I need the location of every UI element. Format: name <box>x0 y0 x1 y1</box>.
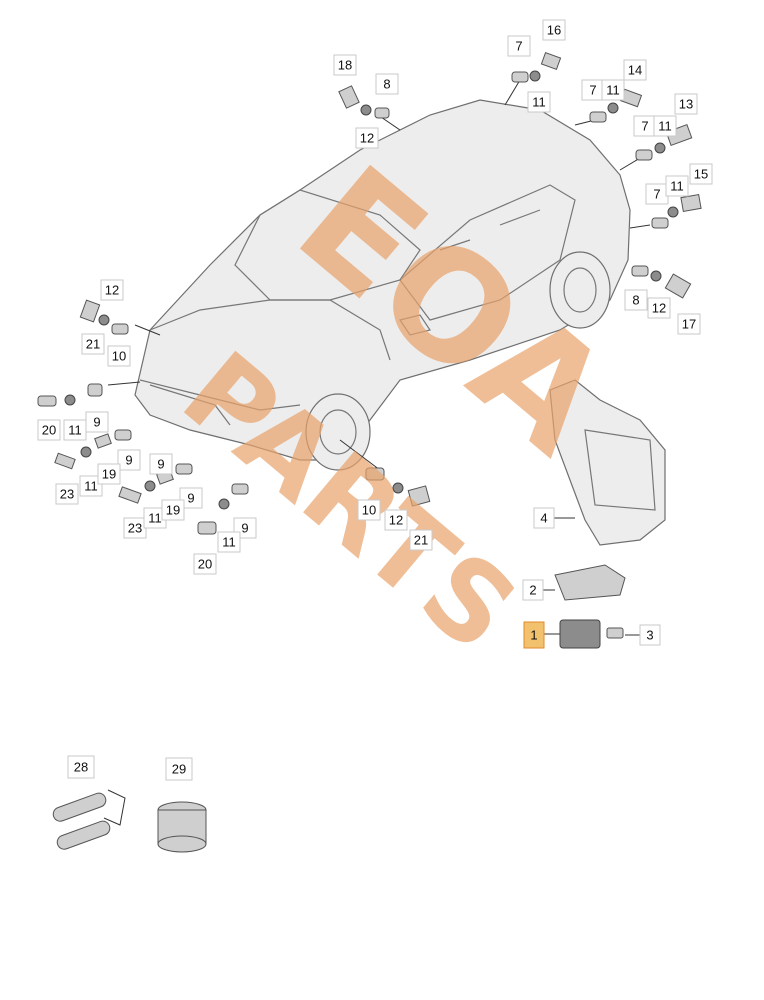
sensor-parts <box>37 51 702 535</box>
svg-text:1: 1 <box>530 628 537 643</box>
callout-11: 11 <box>665 175 689 197</box>
callout-15: 15 <box>689 163 713 185</box>
svg-text:12: 12 <box>652 301 666 316</box>
svg-text:14: 14 <box>628 63 642 78</box>
callout-9: 9 <box>117 449 141 471</box>
callout-1: 1 <box>523 621 545 649</box>
callout-8: 8 <box>375 73 399 95</box>
callout-11: 11 <box>79 475 103 497</box>
svg-text:20: 20 <box>198 557 212 572</box>
callout-21: 21 <box>409 529 433 551</box>
callout-12: 12 <box>384 509 408 531</box>
svg-text:11: 11 <box>148 511 162 526</box>
svg-text:11: 11 <box>68 423 82 438</box>
callout-8: 8 <box>624 289 648 311</box>
callout-9: 9 <box>85 411 109 433</box>
svg-text:17: 17 <box>682 317 696 332</box>
callout-11: 11 <box>217 531 241 553</box>
accessory-parts <box>52 789 207 853</box>
svg-text:12: 12 <box>389 513 403 528</box>
svg-text:9: 9 <box>125 453 132 468</box>
callout-7: 7 <box>581 79 605 101</box>
callout-28: 28 <box>67 755 95 779</box>
svg-text:7: 7 <box>515 39 522 54</box>
callout-13: 13 <box>674 93 698 115</box>
svg-text:8: 8 <box>383 77 390 92</box>
svg-text:15: 15 <box>694 167 708 182</box>
callout-10: 10 <box>357 499 381 521</box>
svg-text:18: 18 <box>338 58 352 73</box>
callout-9: 9 <box>149 453 173 475</box>
callout-14: 14 <box>623 59 647 81</box>
svg-text:21: 21 <box>86 337 100 352</box>
callout-4: 4 <box>533 507 555 529</box>
callout-7: 7 <box>633 115 657 137</box>
callout-20: 20 <box>193 553 217 575</box>
svg-text:21: 21 <box>414 533 428 548</box>
svg-text:12: 12 <box>360 131 374 146</box>
callout-2: 2 <box>522 579 544 601</box>
svg-text:23: 23 <box>128 521 142 536</box>
callout-3: 3 <box>639 624 661 646</box>
callout-20: 20 <box>37 419 61 441</box>
callout-11: 11 <box>63 419 87 441</box>
callout-11: 11 <box>601 79 625 101</box>
svg-text:3: 3 <box>646 628 653 643</box>
svg-text:11: 11 <box>670 179 684 194</box>
callout-23: 23 <box>55 483 79 505</box>
svg-text:11: 11 <box>658 119 672 134</box>
callout-16: 16 <box>542 19 566 41</box>
callout-12: 12 <box>647 297 671 319</box>
callout-23: 23 <box>123 517 147 539</box>
svg-text:10: 10 <box>362 503 376 518</box>
callout-7: 7 <box>645 183 669 205</box>
callout-9: 9 <box>179 487 203 509</box>
callout-11: 11 <box>527 91 551 113</box>
callout-19: 19 <box>161 499 185 521</box>
callout-12: 12 <box>100 279 124 301</box>
control-module-assembly <box>549 379 666 649</box>
svg-text:9: 9 <box>93 415 100 430</box>
svg-text:16: 16 <box>547 23 561 38</box>
svg-text:11: 11 <box>606 83 620 98</box>
callout-18: 18 <box>333 54 357 76</box>
callout-7: 7 <box>507 35 531 57</box>
callout-11: 11 <box>653 115 677 137</box>
callout-labels: 16 7 11 18 8 12 7 11 14 7 11 13 7 11 15 … <box>37 19 713 781</box>
svg-text:19: 19 <box>166 503 180 518</box>
callout-21: 21 <box>81 333 105 355</box>
svg-text:13: 13 <box>679 97 693 112</box>
svg-text:4: 4 <box>540 511 547 526</box>
svg-text:10: 10 <box>112 349 126 364</box>
svg-text:11: 11 <box>532 95 546 110</box>
svg-text:8: 8 <box>632 293 639 308</box>
callout-10: 10 <box>107 345 131 367</box>
svg-text:9: 9 <box>157 457 164 472</box>
svg-text:2: 2 <box>529 583 536 598</box>
svg-text:7: 7 <box>589 83 596 98</box>
svg-text:23: 23 <box>60 487 74 502</box>
svg-text:28: 28 <box>74 760 88 775</box>
callout-29: 29 <box>165 757 193 781</box>
svg-text:19: 19 <box>102 467 116 482</box>
svg-text:7: 7 <box>653 187 660 202</box>
svg-text:11: 11 <box>84 479 98 494</box>
svg-text:12: 12 <box>105 283 119 298</box>
callout-19: 19 <box>97 463 121 485</box>
svg-text:7: 7 <box>641 119 648 134</box>
svg-text:9: 9 <box>187 491 194 506</box>
callout-17: 17 <box>677 313 701 335</box>
svg-text:11: 11 <box>222 535 236 550</box>
svg-text:20: 20 <box>42 423 56 438</box>
svg-text:29: 29 <box>172 762 186 777</box>
callout-12: 12 <box>355 127 379 149</box>
svg-text:9: 9 <box>241 521 248 536</box>
